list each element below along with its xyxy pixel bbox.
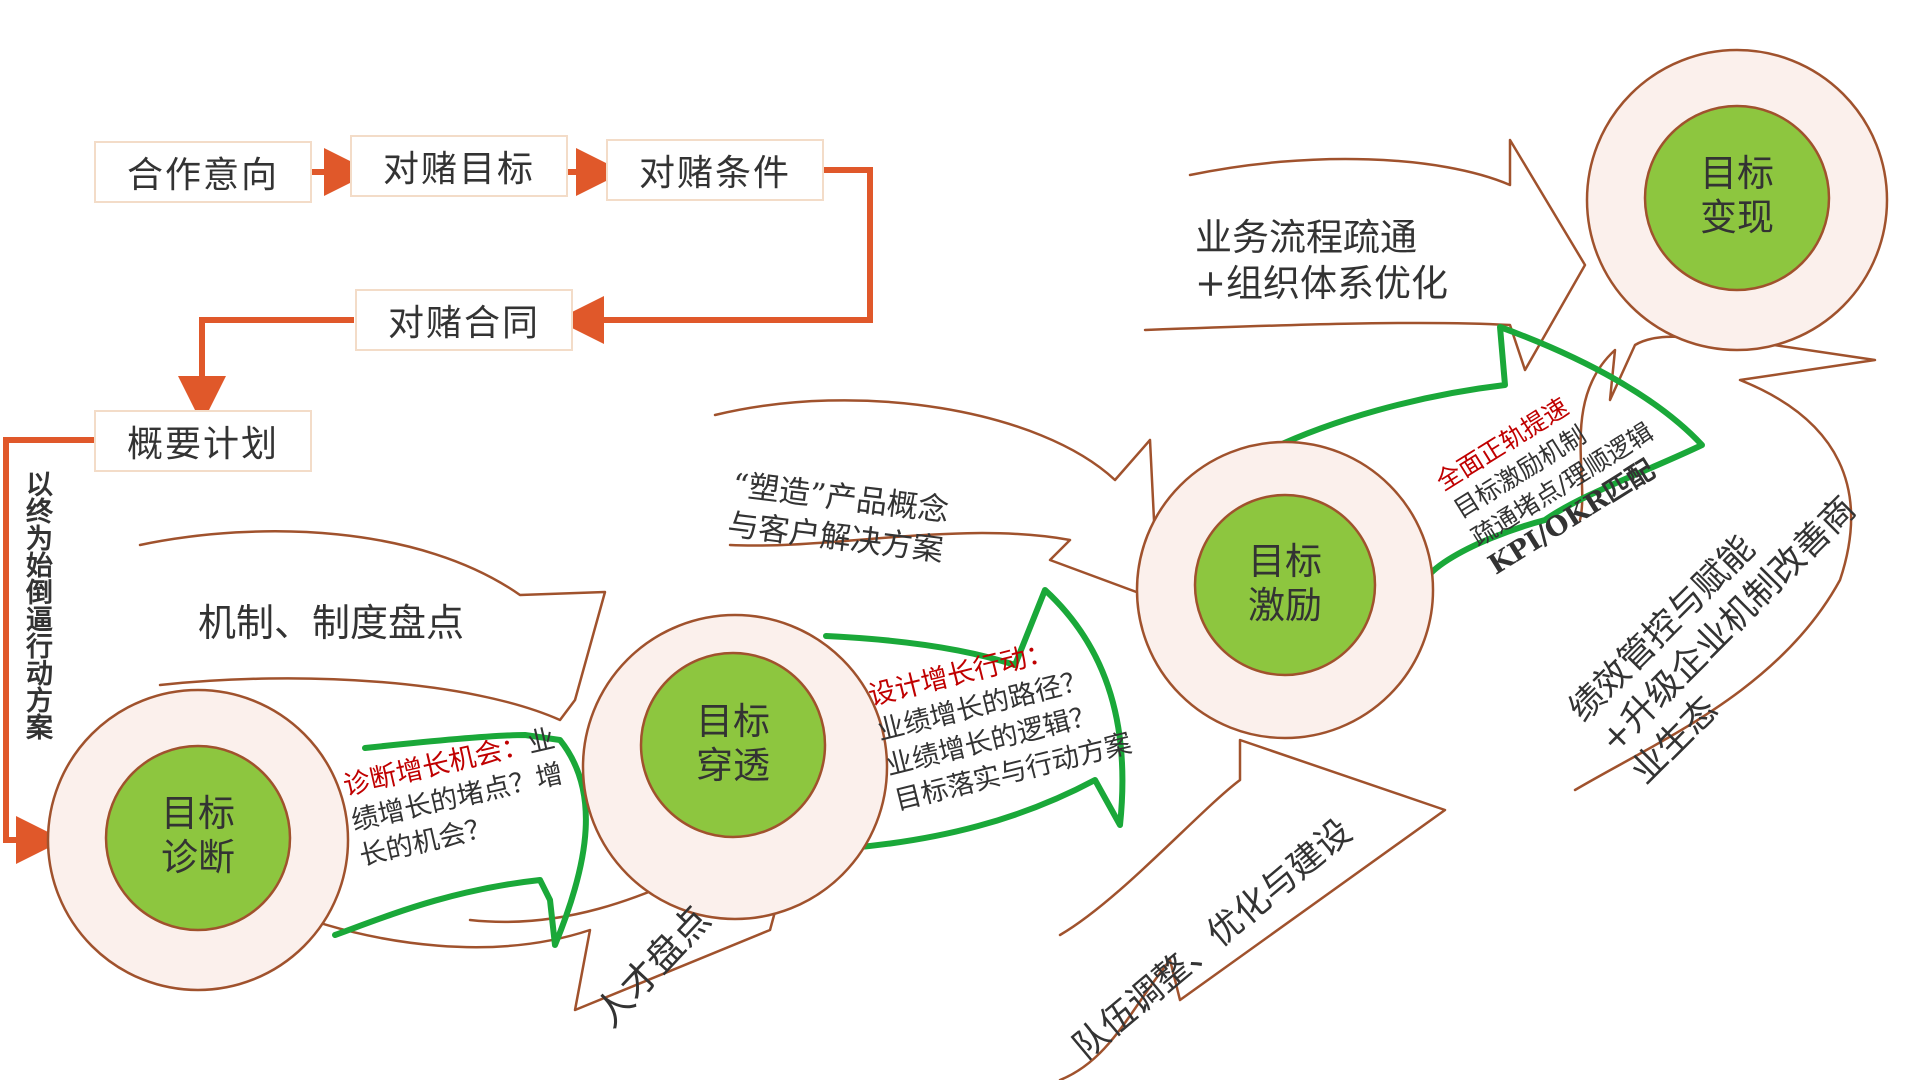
stage-label-penetrate: 目标 穿透 — [683, 700, 783, 788]
stage-line-1: 目标 — [696, 700, 770, 743]
stage-line-2: 激励 — [1248, 584, 1322, 627]
green-arrow-design — [823, 587, 1126, 851]
flow-box-bet-contract: 对赌合同 — [355, 289, 573, 351]
flow-box-label: 对赌合同 — [387, 303, 540, 344]
green-arrows — [332, 324, 1705, 948]
stage-label-incentive: 目标 激励 — [1235, 540, 1335, 628]
flow-connectors — [3, 148, 873, 864]
green-arrow-incentive — [1262, 324, 1705, 601]
connector-5-diagnose — [3, 437, 94, 864]
stage-rings — [46, 48, 1889, 992]
flow-box-label: 合作意向 — [126, 155, 279, 196]
outline-arrow-team — [1058, 738, 1447, 1080]
connector-3-4 — [556, 167, 873, 344]
flow-box-bet-conditions: 对赌条件 — [606, 139, 824, 201]
flow-box-bet-target: 对赌目标 — [350, 135, 568, 197]
outline-arrow-mechanism — [138, 530, 607, 722]
flow-box-cooperation-intent: 合作意向 — [94, 141, 312, 203]
outline-arrow-performance — [1573, 335, 1877, 792]
stage-line-1: 目标 — [1248, 540, 1322, 583]
flow-box-label: 对赌条件 — [638, 153, 791, 194]
connector-4-5 — [178, 317, 354, 424]
process-org-line-2: +组织体系优化 — [1195, 262, 1449, 305]
mechanism-review-label: 机制、制度盘点 — [198, 601, 465, 645]
flow-box-outline-plan: 概要计划 — [94, 410, 312, 472]
side-label: 以终为始倒逼行动方案 — [21, 470, 52, 740]
stage-line-2: 穿透 — [696, 744, 770, 787]
core-penetrate — [639, 651, 827, 839]
green-arrow-diagnose — [332, 732, 589, 948]
outline-arrow-process — [1143, 138, 1587, 372]
core-incentive — [1193, 493, 1377, 677]
core-realize — [1643, 104, 1831, 292]
process-org-note: 业务流程疏通 +组织体系优化 — [1195, 215, 1448, 307]
stage-line-1: 目标 — [161, 792, 235, 835]
outline-arrows — [138, 138, 1877, 1080]
stage-label-diagnose: 目标 诊断 — [148, 792, 248, 880]
stage-line-1: 目标 — [1700, 152, 1774, 195]
flow-box-label: 概要计划 — [126, 424, 279, 465]
flow-box-label: 对赌目标 — [382, 149, 535, 190]
outline-arrow-product — [713, 399, 1160, 602]
process-org-line-1: 业务流程疏通 — [1195, 216, 1417, 259]
stage-line-2: 诊断 — [161, 836, 235, 879]
stage-label-realize: 目标 变现 — [1687, 152, 1787, 240]
stage-line-2: 变现 — [1700, 196, 1774, 239]
core-diagnose — [104, 744, 292, 932]
